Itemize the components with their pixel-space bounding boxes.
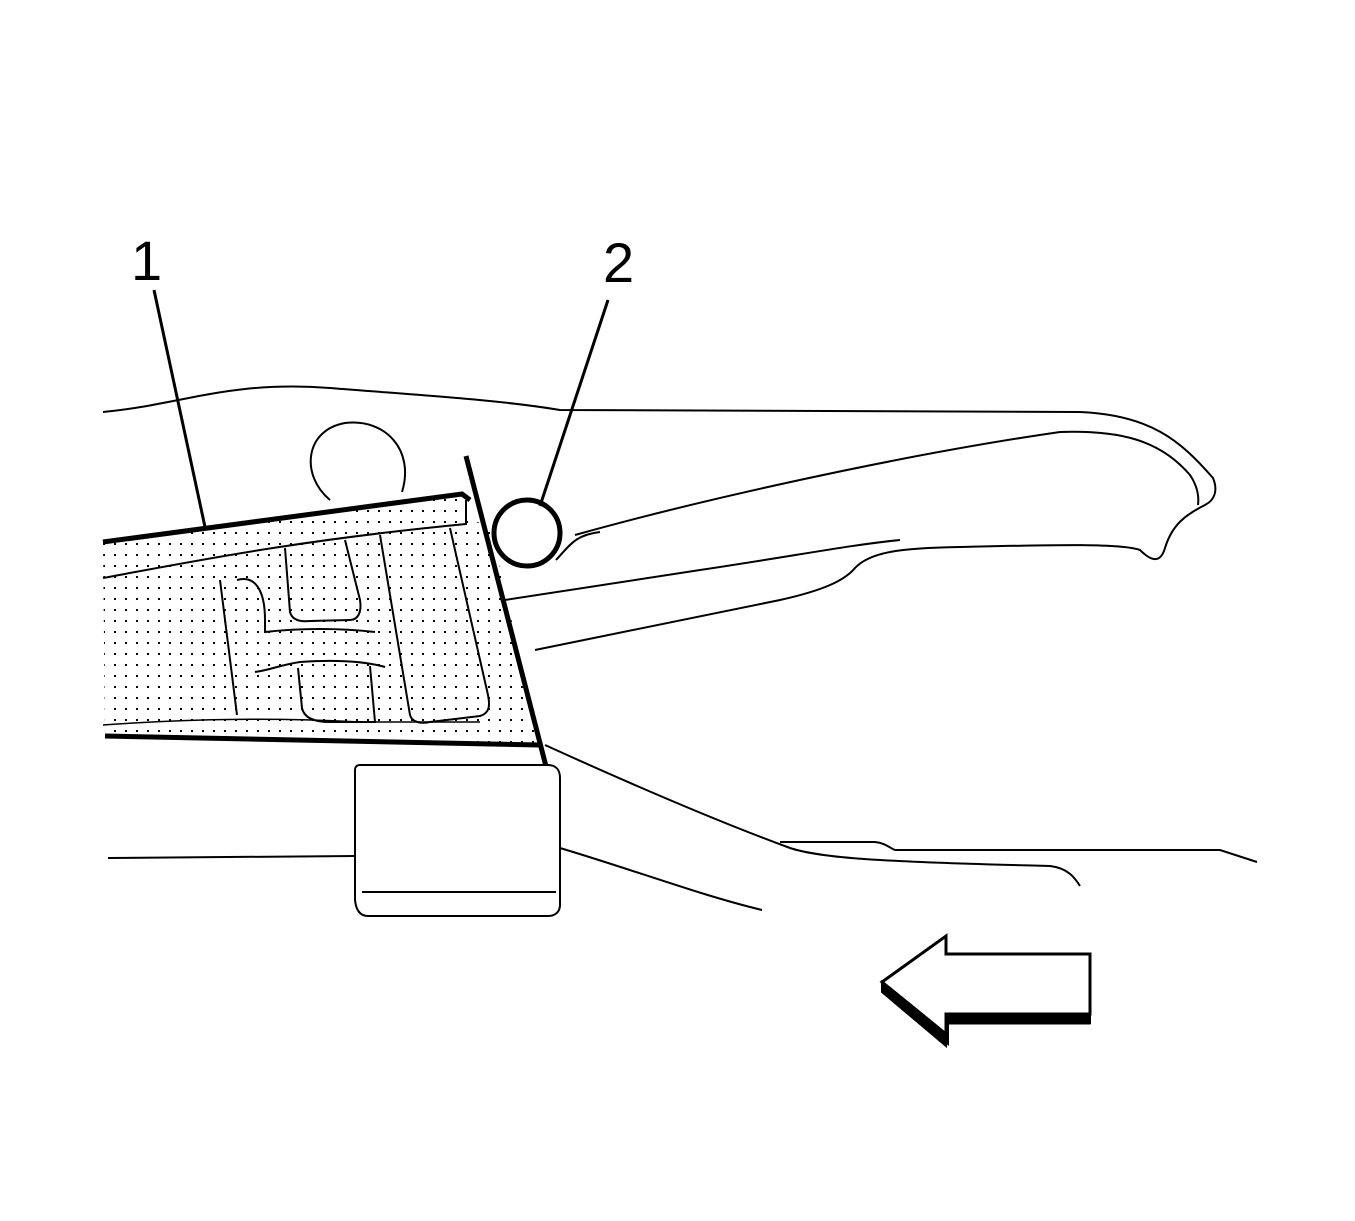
handle-upper-contour — [555, 531, 601, 561]
callout-2-label: 2 — [603, 231, 634, 294]
floor-line-left — [107, 855, 356, 859]
floor-line-lower — [559, 847, 763, 911]
callout-2-leader — [538, 299, 610, 507]
lower-bracket-block — [354, 764, 561, 917]
panel-emboss-left — [219, 578, 376, 716]
knob-outline — [309, 421, 407, 501]
handle-lower-line — [504, 539, 901, 601]
handle-inner-contour — [574, 430, 1200, 536]
panel-bottom-edge — [104, 733, 541, 748]
panel-emboss-lower-block — [297, 665, 377, 723]
panel-right-edge — [463, 455, 552, 779]
callout-1-leader — [152, 289, 207, 528]
panel-top-edge — [102, 491, 472, 545]
floor-line-right — [544, 744, 1081, 887]
direction-arrow-side — [881, 979, 947, 1049]
retainer-clip — [491, 497, 563, 569]
floor-line-upper-right — [780, 841, 1258, 863]
panel-inner-fold — [102, 500, 467, 579]
sound-insulator-panel — [103, 494, 540, 745]
callout-1-label: 1 — [131, 229, 162, 292]
panel-emboss-middle — [254, 659, 386, 673]
direction-arrow-bottom — [945, 1013, 1091, 1025]
upper-body-outline — [102, 385, 1217, 651]
panel-emboss-right — [379, 527, 490, 724]
panel-emboss-upper-block — [284, 539, 362, 623]
direction-arrow — [879, 933, 1092, 1038]
